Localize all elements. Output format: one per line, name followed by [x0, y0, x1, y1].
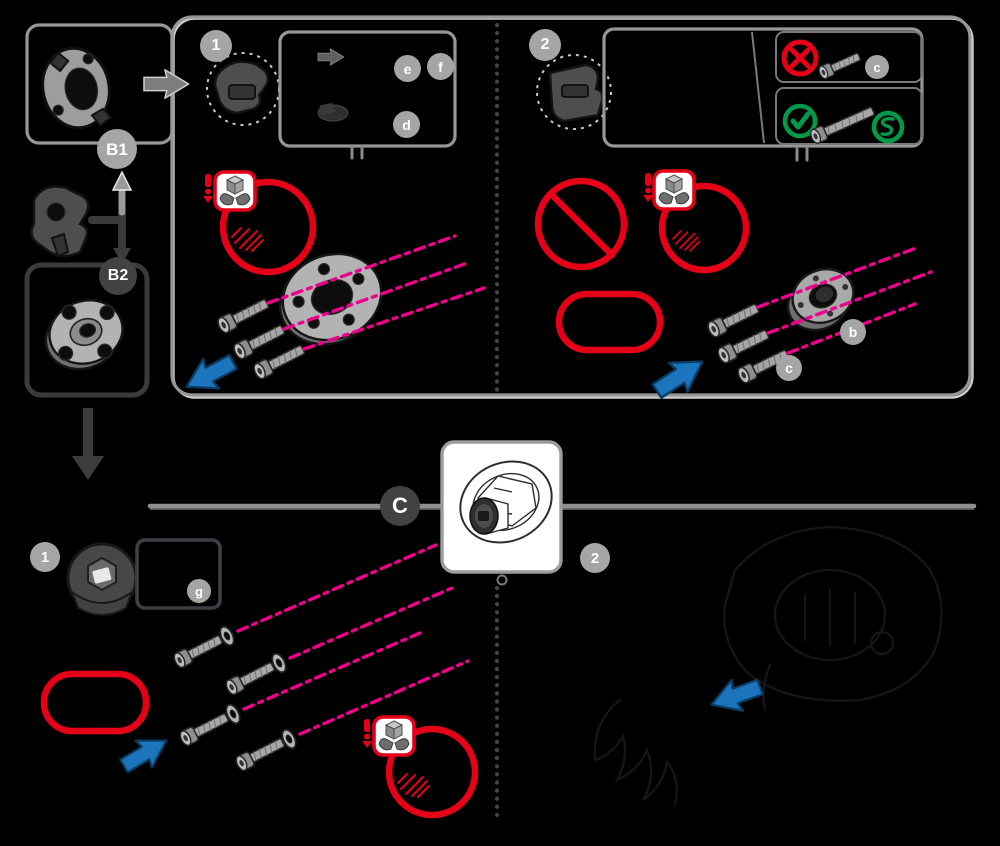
- branch-arrows: [88, 170, 133, 264]
- box-connector-tab: [350, 145, 364, 160]
- spacer-ring: [786, 267, 855, 332]
- steering-wheel-drawing: [459, 460, 553, 544]
- green-spring-icon: [871, 110, 905, 144]
- correct-cell: [775, 87, 923, 145]
- steering-wheel-card: [440, 440, 563, 586]
- parts-box-2: [602, 27, 924, 162]
- step-b1-badge: B1: [97, 129, 137, 169]
- short-screw: [816, 49, 863, 81]
- parts-box-1: [278, 30, 457, 160]
- section1-magnifier: [203, 170, 317, 276]
- diagonal-divider: [751, 31, 765, 144]
- box-connector-tab: [795, 147, 809, 162]
- red-cross-icon: [781, 39, 819, 77]
- down-arrow-icon: [72, 456, 104, 480]
- option-1-badge-bottom: 1: [30, 542, 60, 572]
- hex-key-item: [317, 103, 349, 122]
- option-2-badge-bottom: 2: [580, 543, 610, 573]
- callout-f-badge: f: [427, 53, 454, 80]
- right-arrow-icon: [143, 68, 190, 100]
- caution-exclamation-icon: [203, 174, 213, 203]
- highlight-oval: [40, 670, 150, 735]
- adapter-plate: [278, 252, 383, 346]
- option-1-badge-top: 1: [200, 30, 232, 62]
- callout-b-badge: b: [840, 319, 866, 345]
- ghost-wheel-drawing: [723, 525, 943, 712]
- callout-e-badge: e: [394, 55, 421, 82]
- screws-and-washers: [171, 623, 300, 773]
- handle-with-care-icon: [652, 169, 696, 211]
- step-c-badge: C: [380, 486, 420, 526]
- handle-with-care-icon: [372, 715, 416, 757]
- down-arrow-icon: [113, 248, 131, 264]
- step-b2-badge: B2: [99, 257, 137, 295]
- caution-exclamation-icon: [362, 719, 372, 748]
- blue-arrow-icon: [114, 726, 176, 781]
- alignment-guides: [236, 543, 470, 736]
- section2-magnifier: [643, 169, 750, 274]
- clamp-part: [30, 185, 90, 258]
- alignment-guides: [266, 234, 486, 351]
- up-arrow-icon: [111, 170, 133, 191]
- option2-hub-part: [536, 54, 612, 130]
- ghost-hand-drawing: [593, 698, 678, 806]
- green-check-icon: [782, 103, 818, 139]
- prohibition-icon: [534, 177, 628, 271]
- wheel-flange-part: [41, 46, 113, 130]
- handle-with-care-icon: [213, 170, 257, 212]
- bottom-magnifier: [362, 715, 479, 819]
- panel-b2: [24, 262, 150, 480]
- callout-c-kit-badge: c: [865, 55, 889, 79]
- callout-c-badge: c: [776, 355, 802, 381]
- highlight-oval: [555, 290, 664, 354]
- small-arrow-icon: [317, 48, 345, 66]
- long-screw: [807, 103, 877, 146]
- bottom-hub-part: [66, 542, 138, 616]
- adapter-ring-part: [44, 299, 124, 371]
- callout-d-badge: d: [393, 111, 420, 138]
- option1-hub-part: [206, 52, 280, 126]
- panel-b1-source: [25, 23, 190, 145]
- callout-g-badge: g: [187, 579, 211, 603]
- connector-dot: [496, 574, 508, 586]
- panel-g: [135, 538, 222, 610]
- option-2-badge-top: 2: [529, 29, 561, 61]
- caution-exclamation-icon: [643, 173, 653, 202]
- top-section-border: [170, 15, 974, 399]
- wrong-cell: [775, 31, 923, 83]
